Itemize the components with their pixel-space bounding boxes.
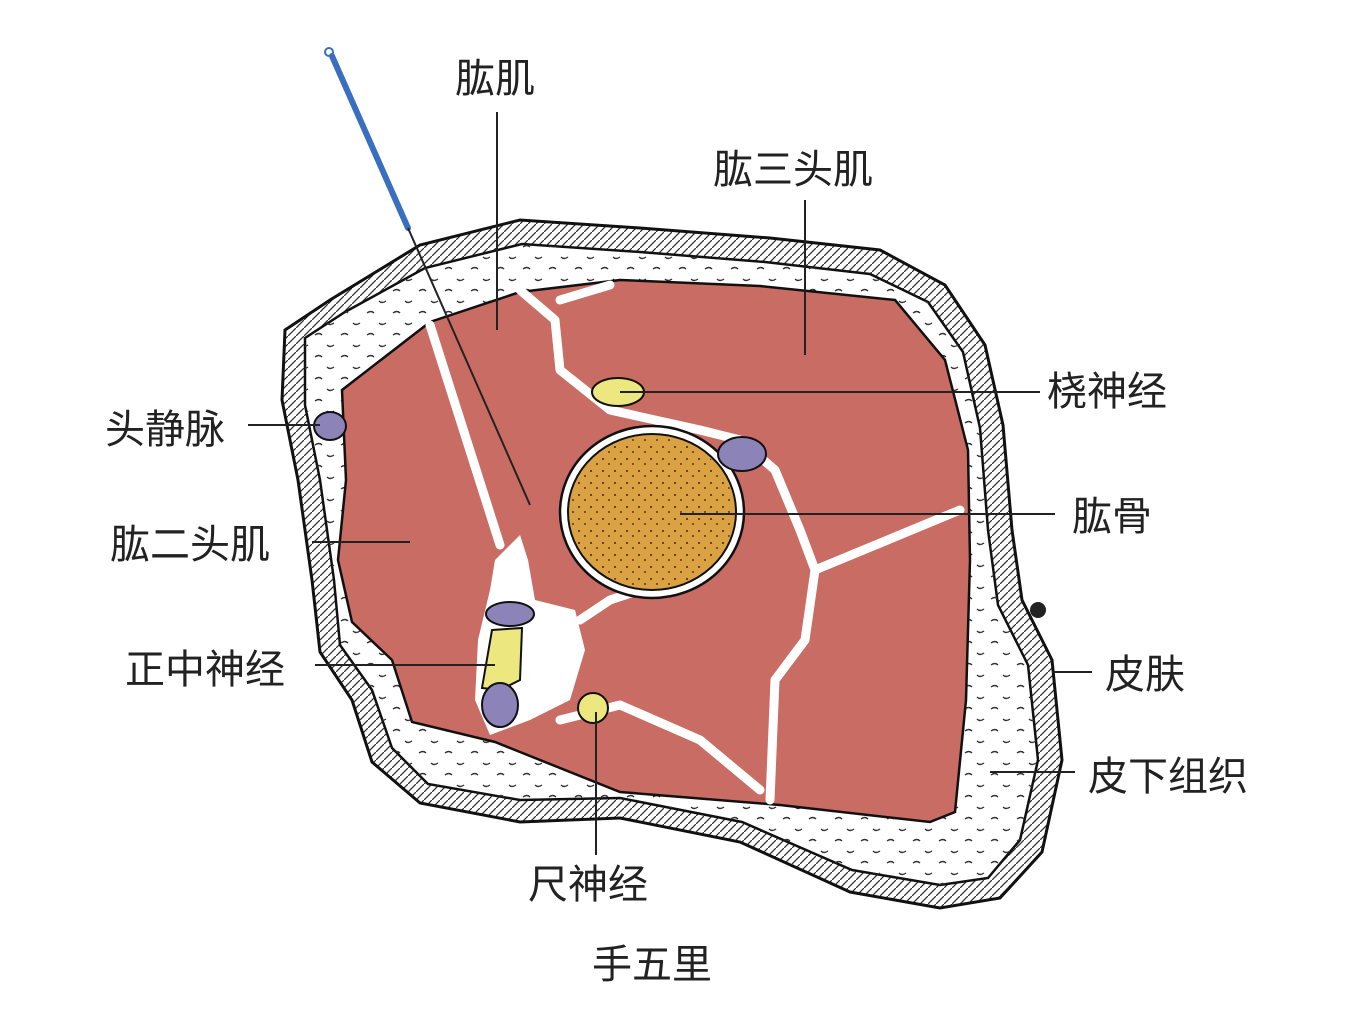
label-humerus: 肱骨: [1072, 494, 1152, 540]
median-nerve: [480, 626, 524, 692]
needle-tip-ring: [324, 47, 334, 57]
deep-vein: [717, 436, 767, 472]
ulnar-nerve: [577, 692, 609, 724]
label-cephalic-vein: 头静脉: [105, 407, 225, 453]
label-brachialis: 肱肌: [455, 56, 535, 102]
septum-upper: [515, 285, 965, 575]
needle-handle: [329, 53, 411, 231]
label-radial-nerve: 桡神经: [1047, 369, 1167, 415]
label-ulnar-nerve: 尺神经: [528, 862, 648, 908]
label-skin: 皮肤: [1105, 652, 1185, 698]
septum-brachialis-left: [425, 320, 505, 550]
needle-shaft: [407, 227, 531, 506]
septum-radial: [555, 280, 615, 305]
septum-vertical: [765, 565, 820, 805]
label-triceps: 肱三头肌: [713, 147, 873, 193]
label-subcutaneous: 皮下组织: [1088, 754, 1248, 800]
label-median-nerve: 正中神经: [125, 647, 285, 693]
skin-marker-dot: [1030, 602, 1046, 618]
diagram-title: 手五里: [592, 942, 712, 988]
brachial-vein-upper: [485, 601, 535, 627]
brachial-vein-lower: [481, 682, 519, 728]
label-biceps: 肱二头肌: [110, 522, 270, 568]
